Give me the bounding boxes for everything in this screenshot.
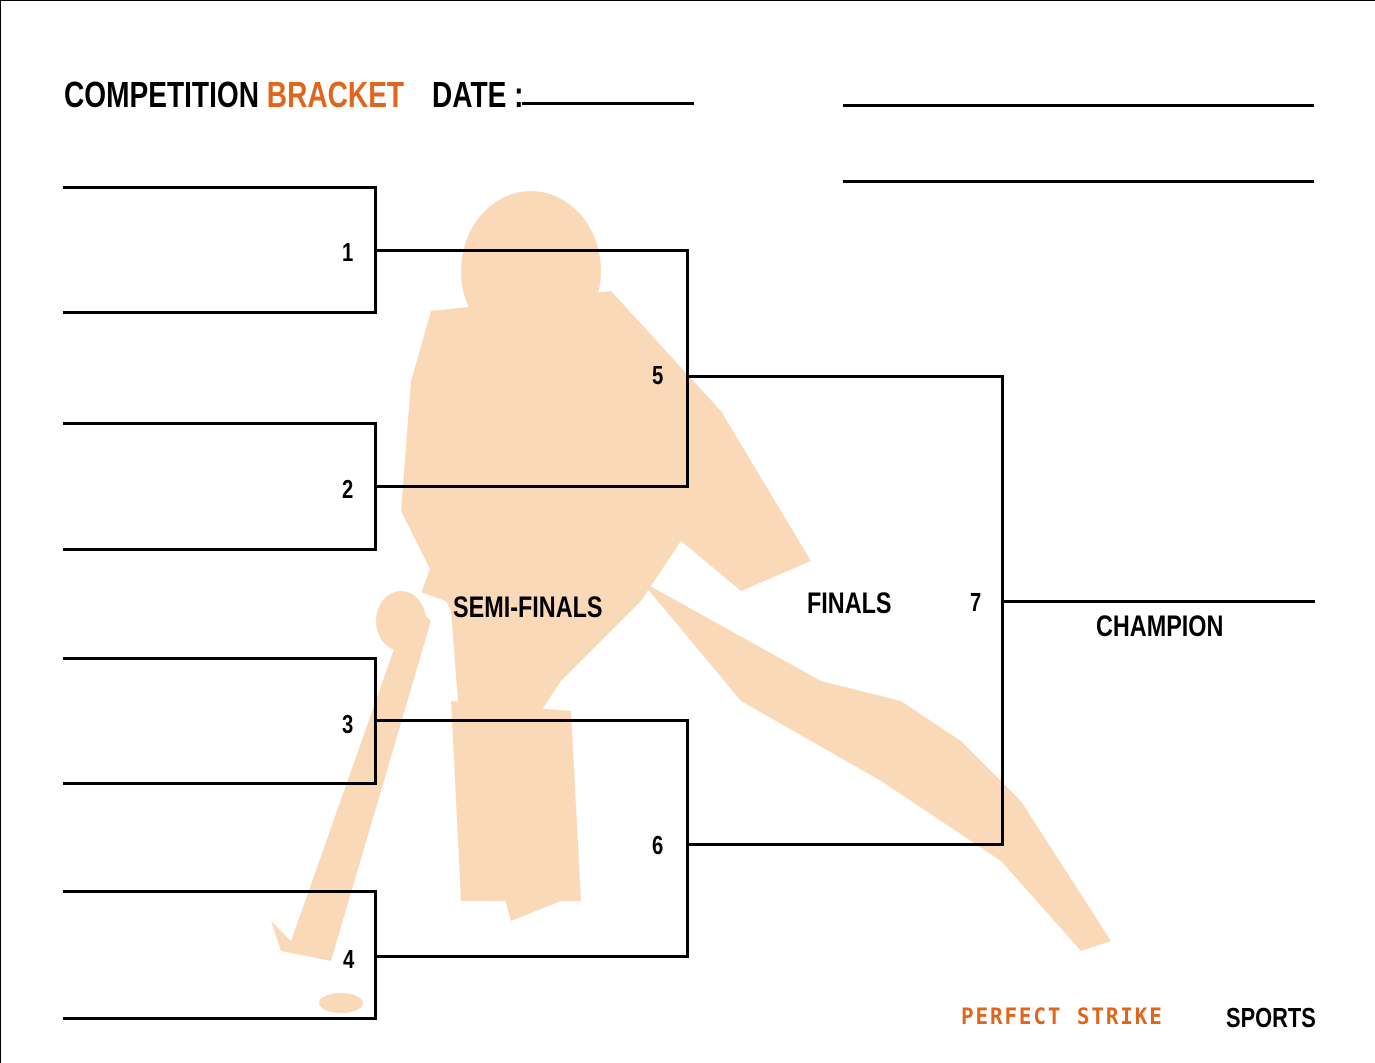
- match-number-1: 1: [342, 237, 354, 267]
- match-number-2: 2: [342, 474, 354, 504]
- team-slot-3a[interactable]: [63, 657, 377, 660]
- team-slot-3b[interactable]: [63, 782, 377, 785]
- semi-slot-6b[interactable]: [375, 955, 689, 958]
- team-slot-2a[interactable]: [63, 422, 377, 425]
- name-line-2[interactable]: [843, 180, 1314, 183]
- match-number-4: 4: [343, 944, 355, 974]
- title-text: COMPETITION: [64, 74, 259, 115]
- hockey-player-watermark: [271, 191, 1111, 1013]
- brand-sports-text: SPORTS: [1226, 1002, 1316, 1033]
- semi-finals-label: SEMI-FINALS: [453, 591, 603, 624]
- bracket-line: [1001, 375, 1004, 846]
- champion-line[interactable]: [1002, 600, 1315, 603]
- team-slot-4a[interactable]: [63, 890, 377, 893]
- brand-logo-text: PERFECT STRIKE: [961, 1005, 1164, 1030]
- date-label: DATE :: [432, 74, 524, 115]
- match-number-3: 3: [342, 709, 354, 739]
- final-slot-a[interactable]: [687, 375, 1004, 378]
- final-slot-b[interactable]: [687, 843, 1004, 846]
- finals-label: FINALS: [807, 587, 892, 620]
- match-number-7: 7: [970, 587, 982, 617]
- semi-slot-5a[interactable]: [375, 249, 689, 252]
- title-accent-text: BRACKET: [266, 74, 405, 115]
- semi-slot-6a[interactable]: [375, 719, 689, 722]
- date-line[interactable]: [522, 102, 694, 105]
- team-slot-1a[interactable]: [63, 186, 377, 189]
- bracket-line: [686, 719, 689, 958]
- semi-slot-5b[interactable]: [375, 485, 689, 488]
- champion-label: CHAMPION: [1096, 610, 1224, 643]
- match-number-5: 5: [652, 360, 664, 390]
- name-line-1[interactable]: [843, 104, 1314, 107]
- match-number-6: 6: [652, 830, 664, 860]
- team-slot-1b[interactable]: [63, 311, 377, 314]
- title: COMPETITION BRACKET: [64, 77, 404, 113]
- team-slot-4b[interactable]: [63, 1017, 377, 1020]
- team-slot-2b[interactable]: [63, 548, 377, 551]
- bracket-line: [686, 249, 689, 488]
